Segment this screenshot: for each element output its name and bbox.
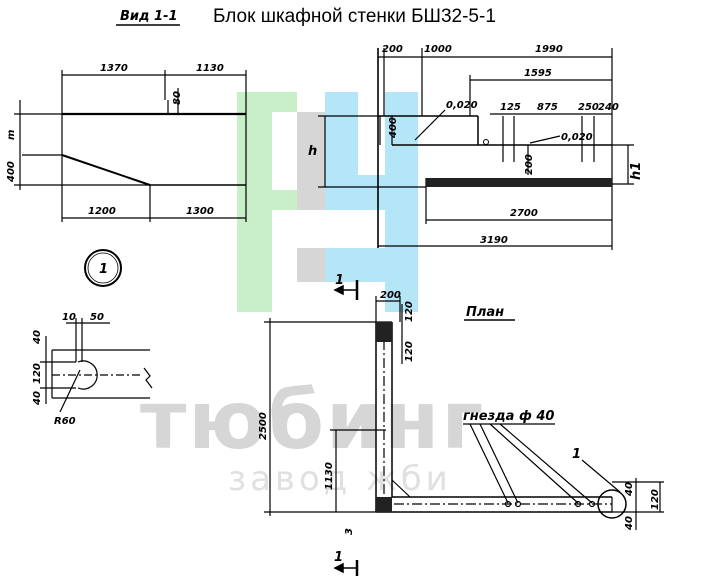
detail-dim-120: 120 — [32, 363, 43, 384]
left-view-dim-1300: 1300 — [186, 206, 214, 217]
rv-slope-2-leader — [529, 135, 561, 144]
plan-socket-leader-1 — [469, 423, 509, 504]
detail-dim-40-bottom: 40 — [32, 391, 43, 406]
rv-dim-2700: 2700 — [510, 208, 538, 219]
plan-dim-3-label: 3 — [344, 528, 355, 535]
detail-radius-leader — [59, 369, 81, 413]
plan-socket-leader-4 — [499, 423, 593, 504]
left-view-dim-400: 400 — [6, 161, 17, 183]
rv-dim-400: 400 — [388, 117, 399, 139]
rv-h-label: h — [308, 144, 317, 159]
watermark-blue-shape — [325, 92, 418, 312]
left-view — [14, 70, 247, 222]
watermark-main-text: тюбинг — [140, 374, 485, 467]
section-mark-bottom-label: 1 — [334, 550, 343, 565]
detail-socket-arc — [77, 360, 98, 390]
plan-dim-40-bottom: 40 — [624, 516, 635, 531]
plan-hatch-bottom — [376, 497, 392, 512]
plan-detail-circle — [597, 489, 627, 519]
watermark-gray-shape — [297, 112, 325, 282]
right-view — [318, 48, 634, 250]
left-view-dim-1130: 1130 — [196, 63, 224, 74]
rv-h1-label: h1 — [629, 162, 644, 180]
left-view-dim-1200: 1200 — [88, 206, 116, 217]
section-mark-bottom — [333, 560, 359, 576]
rv-slope-1-label: 0,020 — [446, 100, 478, 111]
section-mark-top-label: 1 — [335, 273, 344, 288]
plan-dim-120-right: 120 — [650, 489, 661, 510]
detail-dim-10: 10 — [62, 312, 76, 323]
view-label: Вид 1-1 — [120, 9, 178, 24]
rv-dim-200-vertical: 200 — [524, 154, 535, 175]
detail-dim-50: 50 — [90, 312, 104, 323]
left-view-dim-m: m — [6, 130, 17, 140]
plan-sockets-label: гнезда ф 40 — [463, 409, 554, 424]
plan-socket-3 — [574, 500, 582, 508]
plan-diagonal-corner — [391, 479, 411, 498]
rv-dim-250: 250 — [578, 102, 599, 113]
plan-view — [264, 296, 664, 530]
plan-socket-4 — [588, 500, 596, 508]
left-view-dim-1370: 1370 — [100, 63, 128, 74]
rv-dim-1595: 1595 — [524, 68, 552, 79]
rv-dim-1990: 1990 — [535, 44, 563, 55]
plan-dim-120-a: 120 — [404, 301, 415, 322]
detail-break-mark — [143, 367, 153, 389]
rv-small-circle — [483, 139, 489, 145]
drawing-title: Блок шкафной стенки БШ32-5-1 — [213, 6, 496, 27]
watermark-green-shape — [237, 92, 297, 312]
plan-callout-label: 1 — [572, 447, 581, 462]
plan-label: План — [466, 305, 504, 320]
plan-socket-2 — [514, 500, 522, 508]
rv-slope-1-leader — [414, 109, 446, 141]
section-mark-bottom-arrowhead — [333, 562, 344, 574]
detail-drawing — [40, 318, 153, 413]
rv-dim-125: 125 — [500, 102, 521, 113]
detail-radius-label: R60 — [54, 416, 76, 427]
rv-dim-3190: 3190 — [480, 235, 508, 246]
rv-slope-2-label: 0,020 — [561, 132, 593, 143]
plan-socket-leader-3 — [489, 423, 579, 504]
plan-dim-120-b: 120 — [404, 341, 415, 362]
watermark-sub-text: завод жби — [228, 459, 452, 499]
plan-dim-2500-label: 2500 — [258, 412, 269, 440]
left-view-dim-80: 80 — [172, 91, 183, 105]
rv-dim-1000: 1000 — [424, 44, 452, 55]
plan-hatch-top — [376, 322, 392, 342]
plan-socket-1 — [504, 500, 512, 508]
rv-dim-240: 240 — [598, 102, 619, 113]
detail-circle-label: 1 — [99, 262, 108, 277]
plan-callout-leader — [581, 459, 621, 493]
rv-dim-875: 875 — [537, 102, 558, 113]
plan-dim-40-top: 40 — [624, 482, 635, 497]
detail-circle-inner — [87, 252, 119, 284]
section-mark-top-arrowhead — [333, 284, 344, 296]
detail-dim-40-top: 40 — [32, 330, 43, 345]
plan-dim-200: 200 — [380, 290, 401, 301]
rv-dim-200: 200 — [382, 44, 403, 55]
detail-circle — [84, 249, 122, 287]
left-view-slope — [61, 154, 151, 186]
watermark-logo: тюбинг завод жби — [140, 92, 485, 499]
plan-socket-leader-2 — [479, 423, 519, 504]
plan-dim-1130-label: 1130 — [324, 462, 335, 490]
detail-callout: 1 — [84, 249, 122, 287]
section-mark-top — [333, 280, 359, 300]
rv-hatched-base — [426, 178, 612, 187]
